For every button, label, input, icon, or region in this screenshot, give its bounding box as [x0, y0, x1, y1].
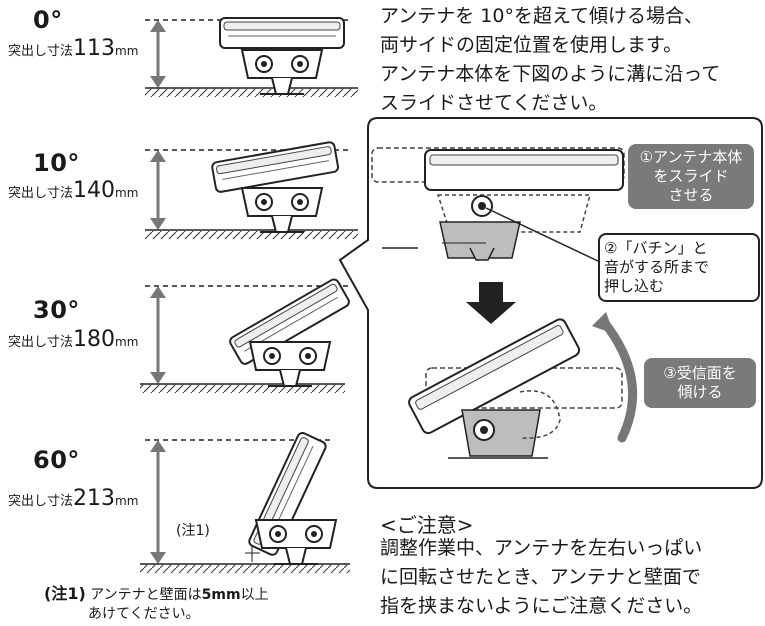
down-arrow	[466, 282, 516, 324]
caution-title: <ご注意>	[380, 513, 474, 537]
angle-60-label: 60°	[33, 446, 80, 474]
projection-value: 180	[73, 327, 116, 352]
instructions: アンテナを 10°を超えて傾ける場合、 両サイドの固定位置を使用します。 アンテ…	[380, 2, 720, 118]
projection-label: 突出し寸法	[8, 44, 74, 59]
caution-line: に回転させたとき、アンテナと壁面で	[380, 566, 701, 588]
step-2-line: 押し込む	[604, 277, 665, 295]
projection-unit: mm	[115, 44, 139, 58]
caution-body: 調整作業中、アンテナを左右いっぱい に回転させたとき、アンテナと壁面で 指を挟ま…	[380, 534, 702, 621]
antenna-30deg-figure	[140, 276, 352, 393]
caution-line: 調整作業中、アンテナを左右いっぱい	[380, 537, 703, 559]
caution-line: 指を挟まないようにご注意ください。	[380, 595, 703, 617]
antenna-0deg-figure	[145, 17, 358, 97]
footnote: (注1) アンテナと壁面は5mm以上 あけてください。	[44, 584, 269, 624]
projection-10: 突出し寸法140mm	[8, 178, 138, 203]
note-marker: (注1)	[176, 523, 210, 539]
projection-label: 突出し寸法	[8, 494, 74, 509]
step-1-line: ①アンテナ本体	[639, 148, 743, 166]
instruction-line: アンテナ本体を下図のように溝に沿って	[380, 63, 721, 85]
tilt-illustration	[408, 312, 637, 459]
projection-0: 突出し寸法113mm	[8, 36, 138, 61]
step-2-line: 音がする所まで	[604, 258, 710, 276]
angle-30-label: 30°	[33, 296, 80, 324]
footnote-bold: 5mm	[201, 587, 241, 603]
angle-10-label: 10°	[33, 149, 80, 177]
projection-value: 213	[73, 486, 116, 511]
step-2-line: ②「バチン」と	[604, 239, 708, 257]
instruction-line: アンテナを 10°を超えて傾ける場合、	[380, 5, 704, 27]
footnote-prefix: アンテナと壁面は	[90, 587, 202, 603]
footnote-marker: (注1)	[44, 584, 86, 603]
slide-illustration	[371, 147, 625, 263]
instruction-line: スライドさせてください。	[380, 92, 608, 114]
projection-label: 突出し寸法	[8, 186, 74, 201]
projection-unit: mm	[115, 186, 139, 200]
step-2-box: ②「バチン」と 音がする所まで 押し込む	[598, 233, 760, 302]
step-3-box: ③受信面を 傾ける	[644, 358, 756, 408]
antenna-10deg-figure	[145, 140, 358, 239]
projection-unit: mm	[115, 494, 139, 508]
projection-value: 140	[73, 178, 116, 203]
projection-30: 突出し寸法180mm	[8, 327, 138, 352]
step-3-line: ③受信面を	[663, 364, 737, 382]
step-1-line: させる	[668, 186, 714, 204]
projection-label: 突出し寸法	[8, 335, 74, 350]
step-1-box: ①アンテナ本体 をスライド させる	[628, 144, 754, 209]
angle-0-label: 0°	[33, 6, 63, 34]
step-1-line: をスライド	[653, 167, 729, 185]
instruction-line: 両サイドの固定位置を使用します。	[380, 34, 683, 56]
footnote-suffix: 以上	[240, 587, 269, 603]
step-3-line: 傾ける	[677, 383, 723, 401]
projection-value: 113	[73, 36, 116, 61]
antenna-60deg-figure	[140, 430, 350, 573]
projection-unit: mm	[115, 335, 139, 349]
footnote-line2: あけてください。	[88, 606, 200, 622]
projection-60: 突出し寸法213mm	[8, 486, 138, 511]
